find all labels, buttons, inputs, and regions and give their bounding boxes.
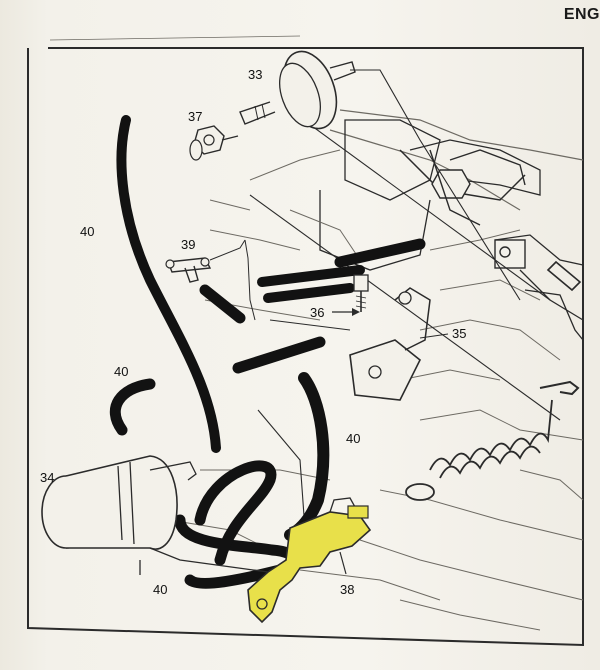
- callout-38: 38: [340, 582, 354, 597]
- part-36-bolt: [332, 274, 369, 316]
- callout-34: 34: [40, 470, 54, 485]
- part-38-valve-highlighted: [247, 497, 372, 624]
- callout-33: 33: [248, 67, 262, 82]
- callout-40-upper-left: 40: [80, 224, 94, 239]
- part-33-vacuum-unit: [239, 50, 356, 130]
- callout-35: 35: [452, 326, 466, 341]
- part-34-vacuum-reservoir: [41, 455, 291, 576]
- section-tag: ENG: [563, 6, 600, 23]
- return-spring: [405, 380, 580, 501]
- callout-40-center: 40: [346, 431, 360, 446]
- callout-39: 39: [181, 237, 195, 252]
- callout-36: 36: [310, 305, 324, 320]
- callout-40-bottom: 40: [153, 582, 167, 597]
- part-39-t-connector: [165, 239, 256, 321]
- callout-37: 37: [188, 109, 202, 124]
- leader-lines: [249, 69, 561, 531]
- part-37-nut: [189, 125, 239, 161]
- part-35-bracket: [349, 287, 449, 401]
- callout-40-left: 40: [114, 364, 128, 379]
- figure-frame: [27, 47, 584, 647]
